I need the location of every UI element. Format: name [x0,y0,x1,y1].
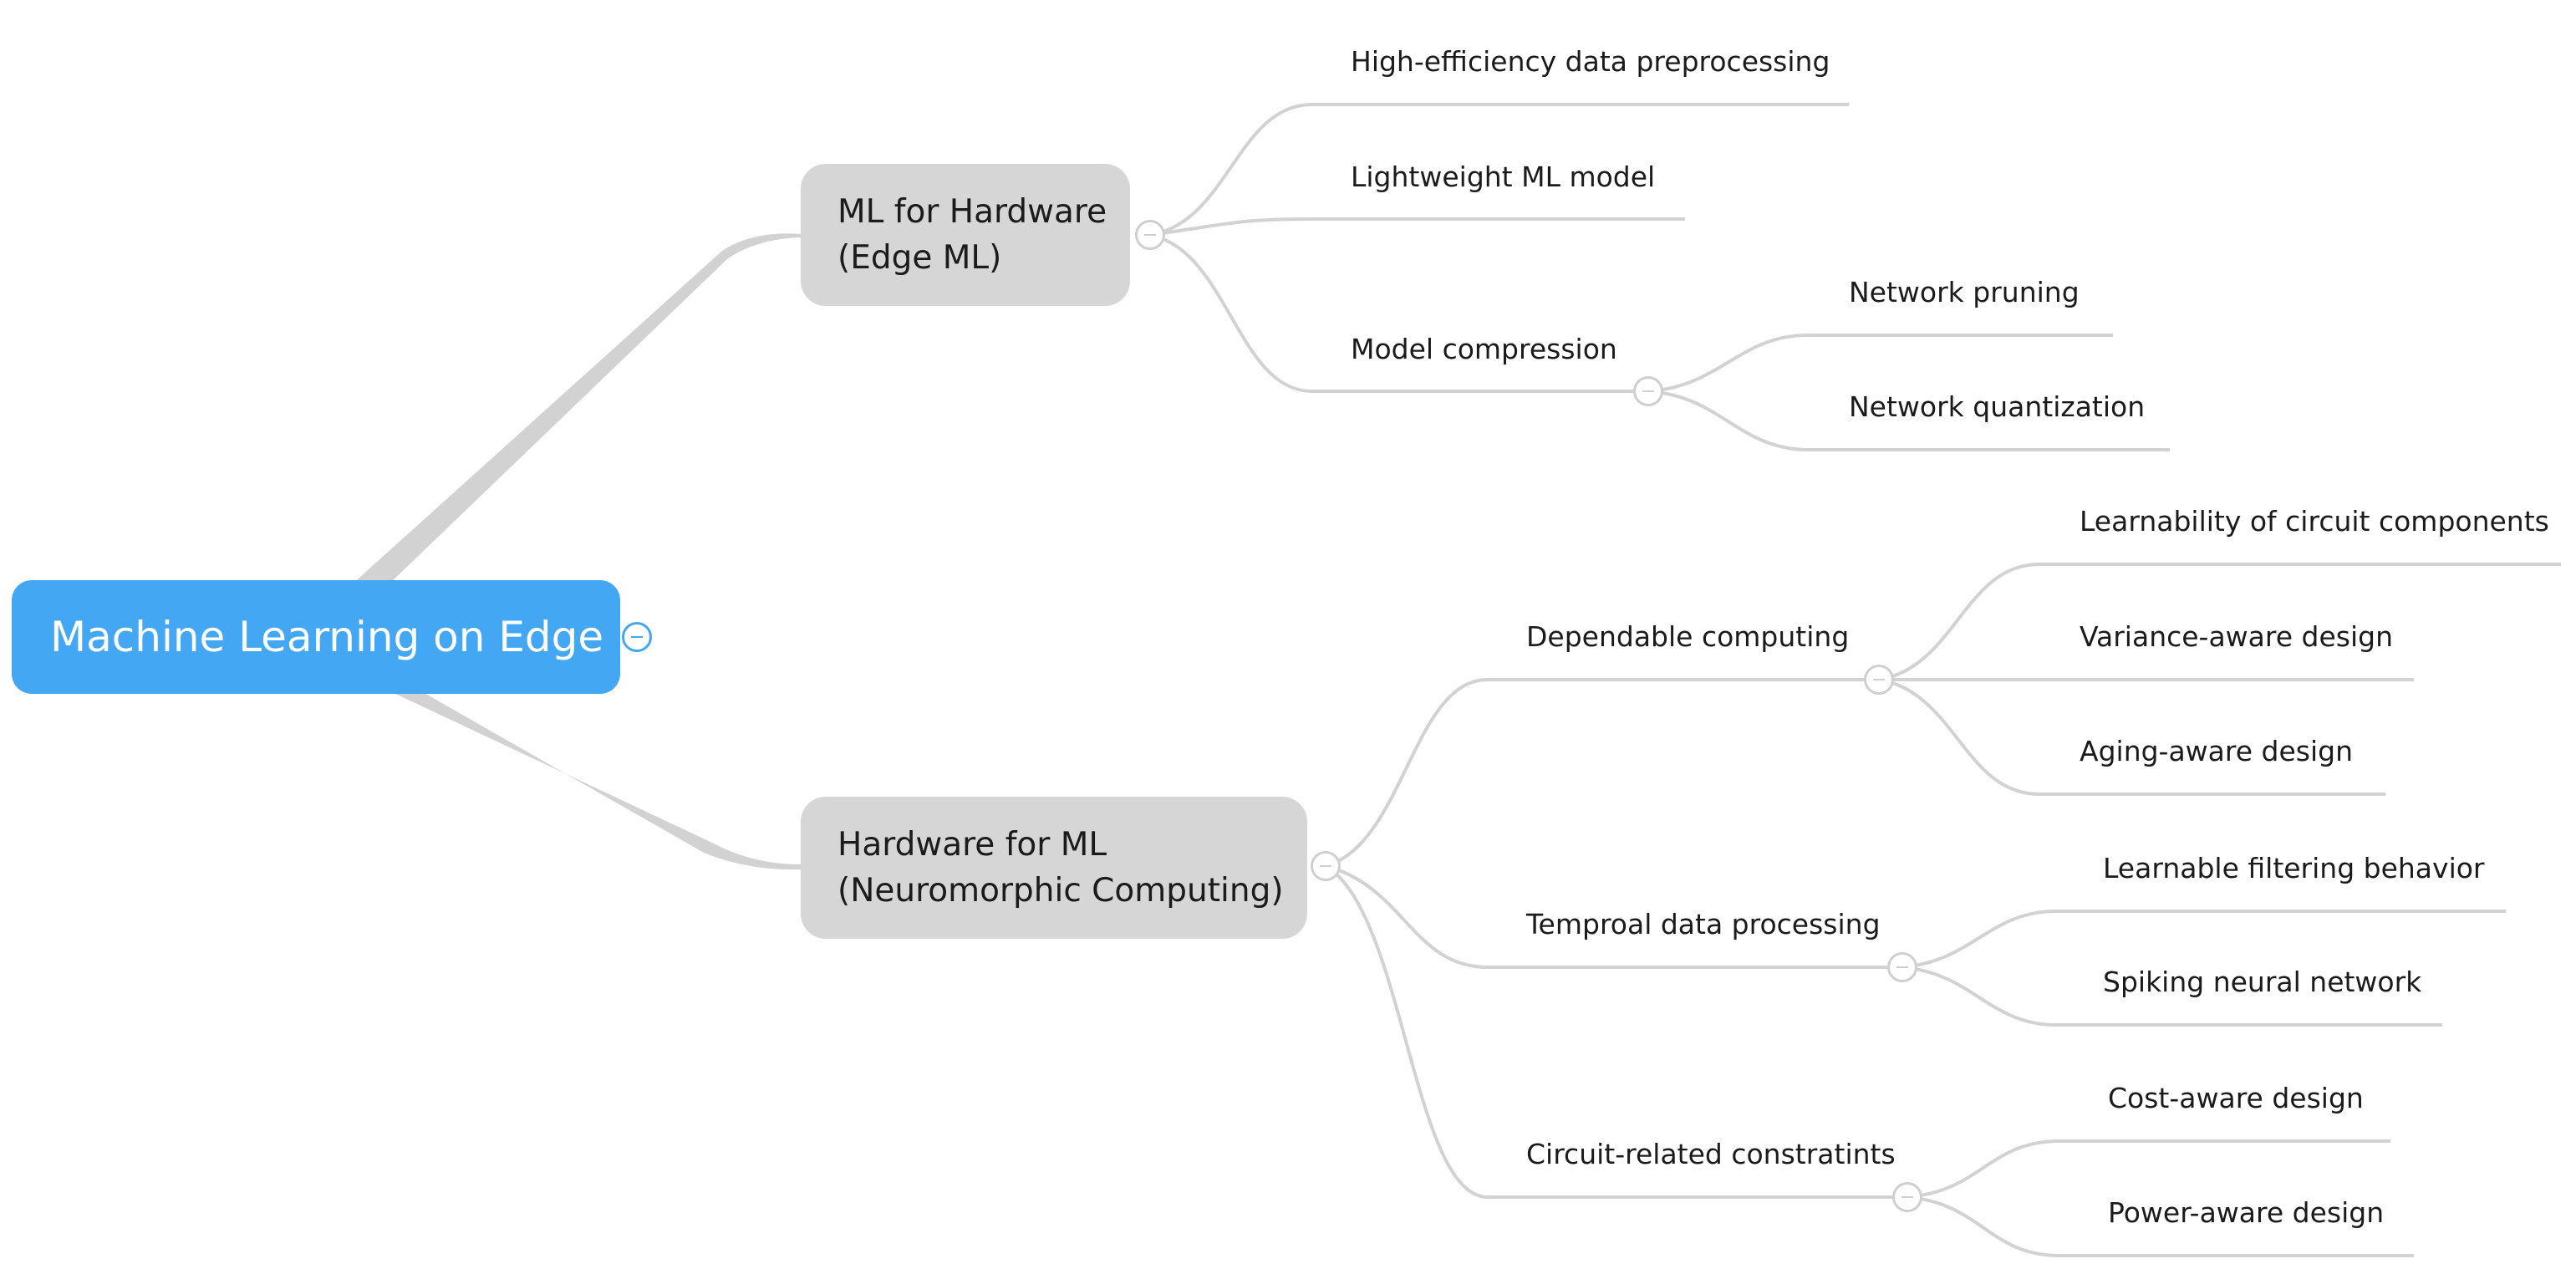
collapse-ml-for-hardware-icon[interactable] [1135,220,1165,250]
topic-temporal-data-processing[interactable]: Temproal data processing [1526,908,1881,940]
collapse-temporal-data-processing-icon[interactable] [1887,952,1917,982]
connector-filtering [1901,910,2506,969]
topic-dependable-computing[interactable]: Dependable computing [1526,620,1850,653]
connector-lightweight [1149,217,1685,237]
topic-aging-aware-design[interactable]: Aging-aware design [2080,735,2354,767]
topic-high-efficiency-data-preprocessing[interactable]: High-efficiency data preprocessing [1351,45,1830,78]
topic-network-quantization[interactable]: Network quantization [1849,390,2146,423]
collapse-dependable-computing-icon[interactable] [1864,665,1894,695]
topic-variance-aware-design[interactable]: Variance-aware design [2080,620,2394,653]
collapse-hardware-for-ml-icon[interactable] [1311,851,1341,881]
topic-circuit-related-constraints[interactable]: Circuit-related constratints [1526,1138,1896,1170]
branch-label-line1: Hardware for ML [837,826,1107,864]
connector-power [1907,1195,2414,1257]
topic-spiking-neural-network[interactable]: Spiking neural network [2103,966,2422,998]
topic-learnable-filtering-behavior[interactable]: Learnable filtering behavior [2103,852,2485,884]
branch-hardware-for-ml[interactable]: Hardware for ML (Neuromorphic Computing) [801,797,1307,939]
root-connector-upper [351,233,801,585]
collapse-root-icon[interactable] [622,622,652,652]
root-connector-lower [378,686,801,870]
root-label: Machine Learning on Edge [50,613,604,661]
topic-model-compression[interactable]: Model compression [1351,333,1617,365]
connector-circuit [1324,864,1907,1199]
topic-power-aware-design[interactable]: Power-aware design [2108,1196,2385,1229]
connector-preprocessing [1149,103,1849,237]
connector-pruning [1647,334,2113,393]
connector-temporal [1325,864,1902,969]
connector-learnability [1878,563,2561,681]
connector-dependable [1325,678,1879,868]
topic-learnability-of-circuit-components[interactable]: Learnability of circuit components [2080,505,2549,538]
connector-compression [1149,233,1648,393]
connector-aging [1878,678,2385,796]
collapse-circuit-related-constraints-icon[interactable] [1892,1182,1922,1212]
branch-label-line2: (Edge ML) [837,239,1002,277]
branch-label-line1: ML for Hardware [837,193,1107,231]
topic-cost-aware-design[interactable]: Cost-aware design [2108,1082,2364,1114]
connector-cost [1907,1139,2390,1199]
connector-spiking [1901,966,2442,1027]
topic-lightweight-ml-model[interactable]: Lightweight ML model [1351,161,1656,193]
connector-quantization [1647,390,2170,451]
branch-ml-for-hardware[interactable]: ML for Hardware (Edge ML) [801,164,1130,306]
root-node[interactable]: Machine Learning on Edge [12,580,620,694]
collapse-model-compression-icon[interactable] [1633,376,1663,406]
topic-network-pruning[interactable]: Network pruning [1849,276,2080,308]
branch-label-line2: (Neuromorphic Computing) [837,872,1284,910]
